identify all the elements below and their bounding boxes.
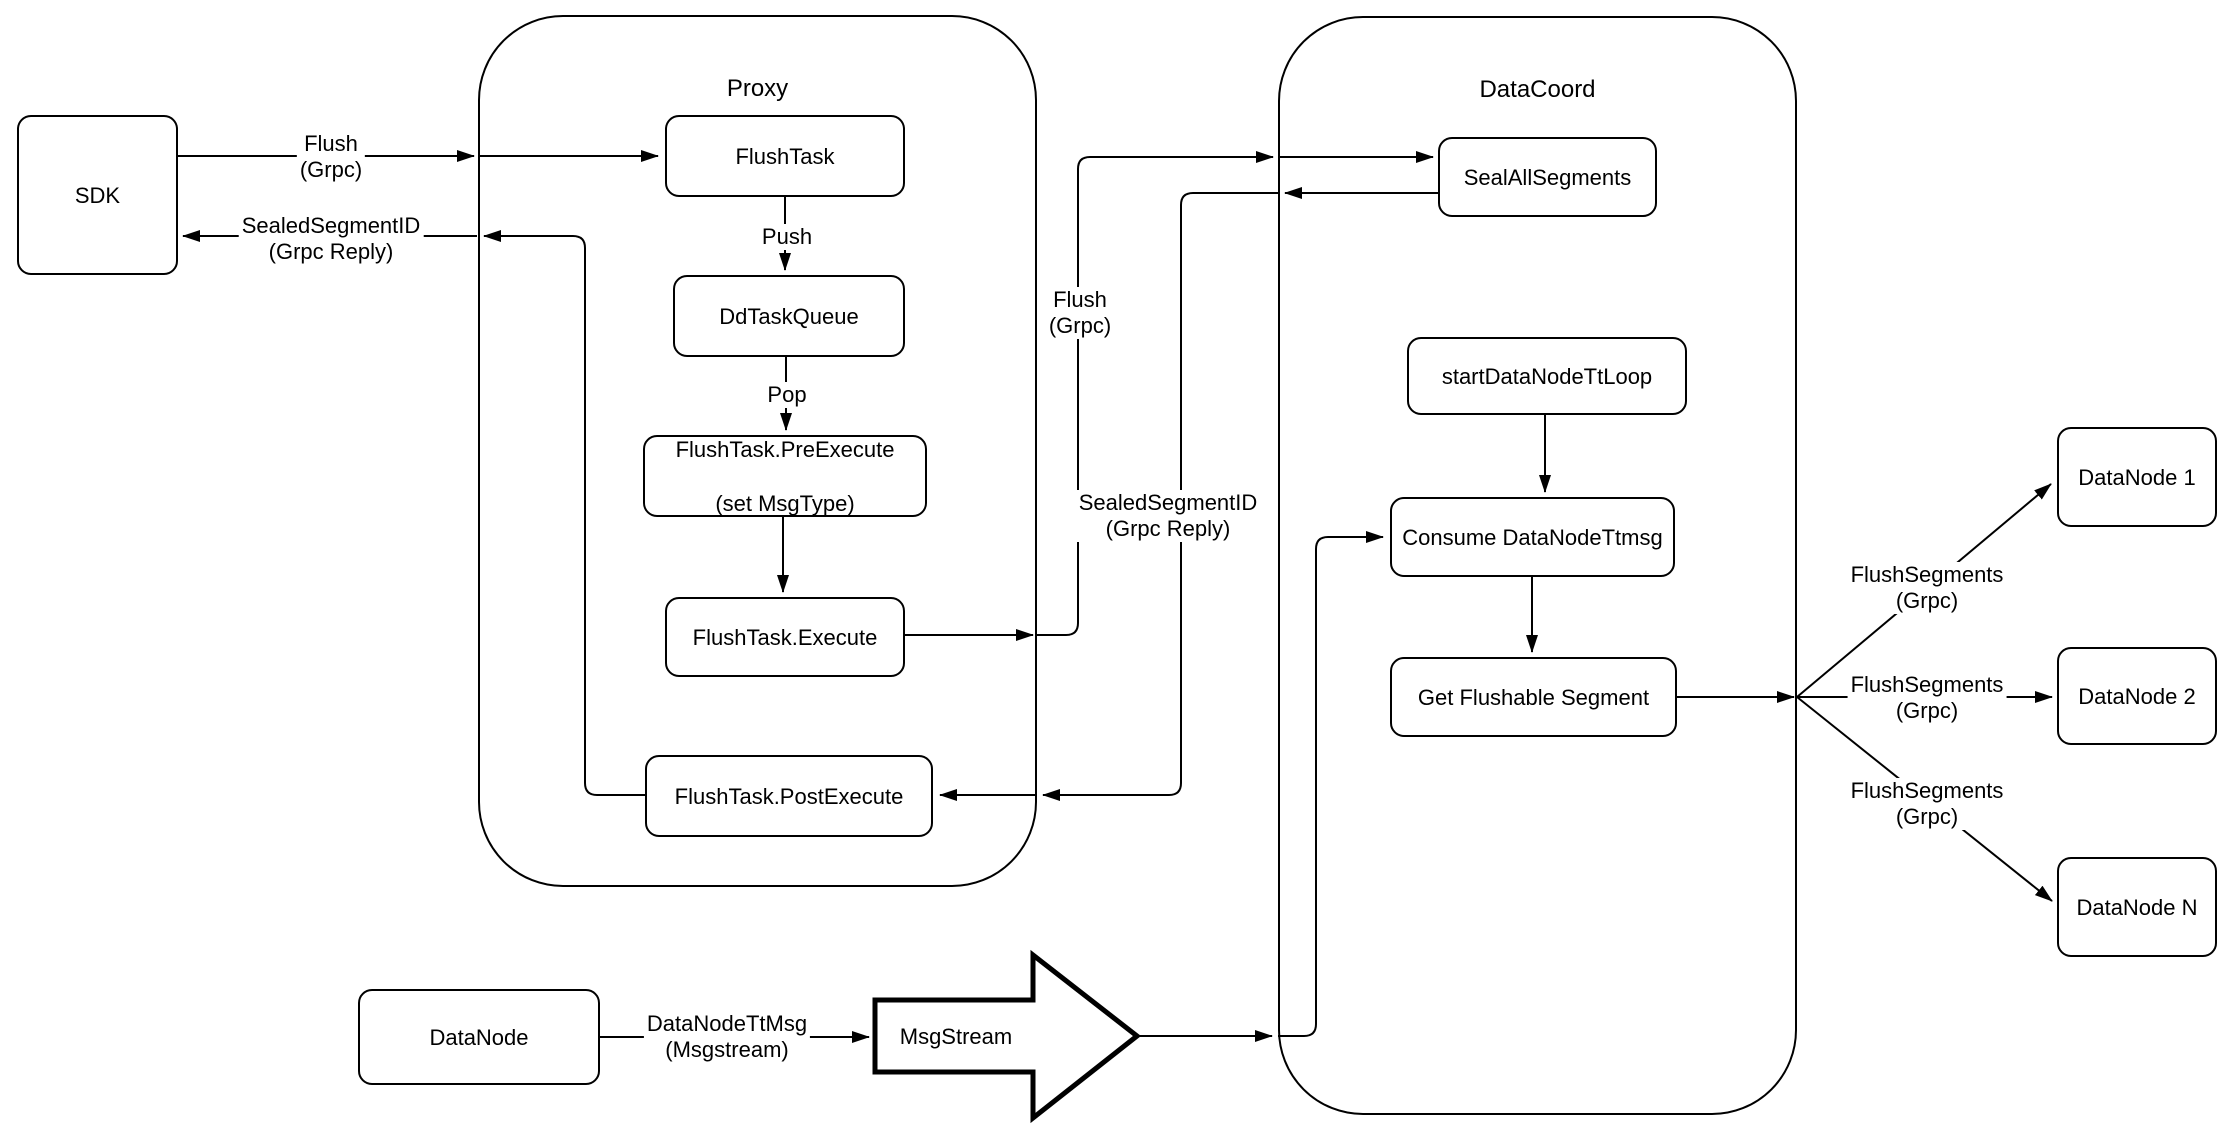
container-proxy-title: Proxy	[726, 75, 789, 102]
node-sdk: SDK	[17, 115, 178, 275]
node-flush-task: FlushTask	[665, 115, 905, 197]
msgstream-label: MsgStream	[900, 1024, 1012, 1049]
node-get-flushable-segment: Get Flushable Segment	[1390, 657, 1677, 737]
container-proxy: Proxy	[478, 15, 1037, 887]
edge-label-flush-segments-2: FlushSegments(Grpc)	[1847, 672, 2007, 724]
edge-label-sealed-reply-mid: SealedSegmentID(Grpc Reply)	[1075, 490, 1261, 542]
node-execute: FlushTask.Execute	[665, 597, 905, 677]
node-dd-task-queue: DdTaskQueue	[673, 275, 905, 357]
node-post-execute: FlushTask.PostExecute	[645, 755, 933, 837]
edge-flush-up-to-datacoord-border	[1037, 151, 1274, 636]
edge-label-datanode-ttmsg: DataNodeTtMsg(Msgstream)	[643, 1011, 811, 1063]
container-datacoord-title: DataCoord	[1479, 76, 1596, 103]
node-start-datanode-ttloop: startDataNodeTtLoop	[1407, 337, 1687, 415]
node-datanode-2: DataNode 2	[2057, 647, 2217, 745]
edge-label-flush-segments-1: FlushSegments(Grpc)	[1847, 562, 2007, 614]
edge-msgstream-up-to-consume	[1278, 531, 1384, 1037]
node-datanode-bottom: DataNode	[358, 989, 600, 1085]
node-pre-execute: FlushTask.PreExecute(set MsgType)	[643, 435, 927, 517]
edge-postexecute-to-proxy-border	[483, 230, 645, 796]
edge-label-pop: Pop	[764, 382, 810, 408]
node-consume-datanode-ttmsg: Consume DataNodeTtmsg	[1390, 497, 1675, 577]
edge-label-flush-grpc-sdk: Flush(Grpc)	[296, 131, 366, 183]
edge-label-push: Push	[758, 224, 816, 250]
node-datanode-n: DataNode N	[2057, 857, 2217, 957]
edge-label-flush-segments-3: FlushSegments(Grpc)	[1847, 778, 2007, 830]
container-datacoord: DataCoord	[1278, 16, 1797, 1115]
edge-label-flush-grpc-mid: Flush(Grpc)	[1045, 287, 1115, 339]
msgstream-arrow-shape	[872, 949, 1142, 1124]
node-seal-all-segments: SealAllSegments	[1438, 137, 1657, 217]
node-datanode-1: DataNode 1	[2057, 427, 2217, 527]
edge-label-sealed-reply-sdk: SealedSegmentID(Grpc Reply)	[238, 213, 424, 265]
